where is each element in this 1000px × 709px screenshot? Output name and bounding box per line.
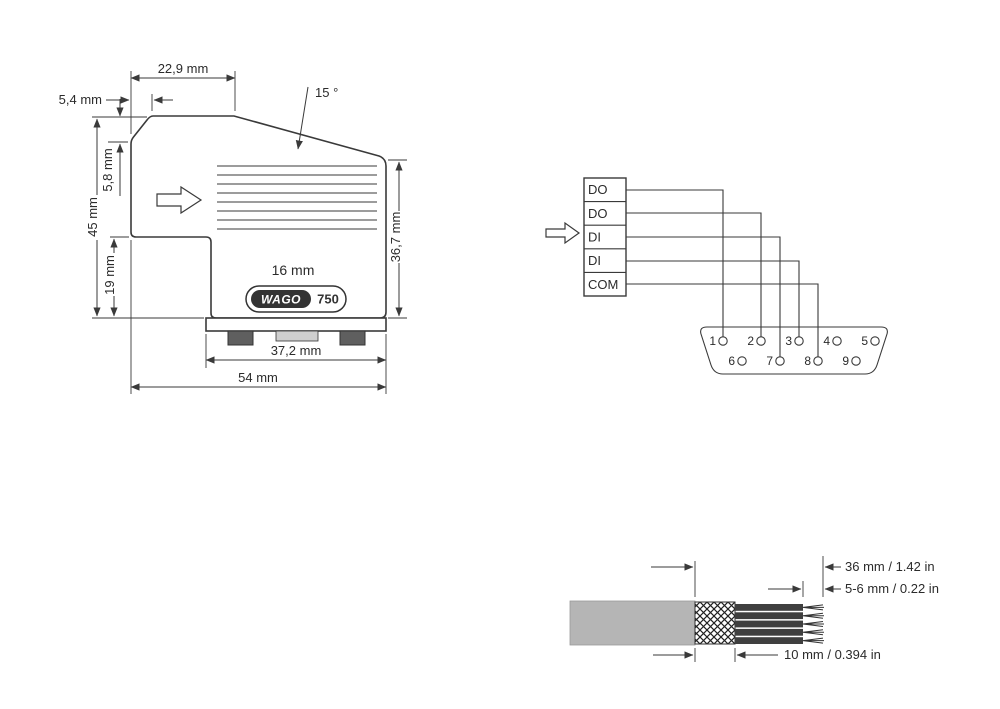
dim-conductor-strip: 5-6 mm / 0.22 in: [845, 581, 939, 596]
cable-conductors: [735, 604, 824, 644]
pin-circle-6: [737, 356, 747, 366]
dimension-lines: [93, 74, 403, 391]
wago-series: 750: [317, 292, 339, 307]
dim-total-length: 54 mm: [238, 370, 278, 385]
extension-lines: [92, 71, 407, 394]
terminal-label-di-2: DI: [588, 253, 601, 268]
vent-lines: [217, 165, 377, 230]
logo-plate: [251, 290, 311, 308]
pin-number-2: 2: [747, 334, 754, 348]
pin-number-7: 7: [766, 354, 773, 368]
terminal-labels: DO DO DI DI COM: [588, 182, 618, 292]
jackscrew-right: [339, 330, 366, 346]
input-direction-arrow-icon: [545, 221, 581, 245]
wire-do2-pin2: [626, 212, 762, 337]
dim-total-height: 45 mm: [85, 197, 100, 237]
dsub-flange: [205, 317, 387, 332]
cable-shield-braid: [694, 601, 736, 645]
cable-jacket: [569, 600, 696, 646]
dim-right-height: 36,7 mm: [388, 212, 403, 263]
pin-number-6: 6: [728, 354, 735, 368]
conductor: [735, 620, 803, 628]
pin-circle-8: [813, 356, 823, 366]
pin-circle-7: [775, 356, 785, 366]
bare-wire-strands: [802, 604, 824, 644]
pin-number-1: 1: [709, 334, 716, 348]
dim-overall-strip: 36 mm / 1.42 in: [845, 559, 935, 574]
connection-wires: [626, 189, 819, 357]
pin-circle-1: [718, 336, 728, 346]
wire-com-pin8: [626, 283, 819, 357]
pin-number-3: 3: [785, 334, 792, 348]
conductor: [735, 628, 803, 636]
pin-number-9: 9: [842, 354, 849, 368]
dimension-labels: 22,9 mm 5,4 mm 15 ° 5,8 mm 45 mm 19 mm 3…: [59, 61, 403, 385]
dim-line-angle: [295, 86, 309, 150]
cable-dimension-lines: [651, 563, 841, 659]
inner-width-label: 16 mm: [272, 262, 315, 278]
wire-di2-pin3: [626, 260, 800, 337]
wire-do1-pin1: [626, 189, 724, 337]
dim-lower-left-height: 19 mm: [102, 255, 117, 295]
dim-slope-angle: 15 °: [315, 85, 338, 100]
dsub-plug-body: [275, 330, 319, 342]
conductor: [735, 604, 803, 611]
terminal-label-di-1: DI: [588, 230, 601, 245]
dim-flange-width: 37,2 mm: [271, 343, 322, 358]
cable-strip-drawing: 36 mm / 1.42 in 5-6 mm / 0.22 in 10 mm /…: [569, 556, 939, 662]
jackscrew-left: [227, 330, 254, 346]
terminal-row-separators: [584, 201, 626, 273]
cable-extension-lines: [694, 556, 824, 662]
pin-circle-5: [870, 336, 880, 346]
pin-assignment-diagram: DO DO DI DI COM 1 2 3 4: [545, 177, 888, 375]
pin-number-5: 5: [861, 334, 868, 348]
insertion-direction-arrow-icon: [156, 185, 203, 215]
terminal-block: [583, 177, 627, 297]
dsub-pins: 1 2 3 4 5 6 7 8 9: [709, 334, 880, 368]
cable-dimension-labels: 36 mm / 1.42 in 5-6 mm / 0.22 in 10 mm /…: [784, 559, 939, 662]
conductor: [735, 637, 803, 644]
dim-upper-left-height: 5,8 mm: [100, 148, 115, 191]
connector-dimension-drawing: 16 mm WAGO 750: [59, 61, 407, 394]
terminal-label-do-2: DO: [588, 206, 608, 221]
wago-logo: WAGO: [261, 293, 301, 307]
pin-circle-9: [851, 356, 861, 366]
pin-circle-2: [756, 336, 766, 346]
pin-number-4: 4: [823, 334, 830, 348]
pin-number-8: 8: [804, 354, 811, 368]
dim-shield-length: 10 mm / 0.394 in: [784, 647, 881, 662]
dsub-connector-outline: [700, 326, 888, 375]
wire-di1-pin7: [626, 236, 781, 357]
pin-circle-4: [832, 336, 842, 346]
wago-badge: WAGO 750: [245, 285, 347, 313]
pin-circle-3: [794, 336, 804, 346]
dim-chamfer-width: 5,4 mm: [59, 92, 102, 107]
conductor: [735, 612, 803, 620]
terminal-label-com: COM: [588, 277, 618, 292]
terminal-label-do-1: DO: [588, 182, 608, 197]
dim-top-width: 22,9 mm: [158, 61, 209, 76]
